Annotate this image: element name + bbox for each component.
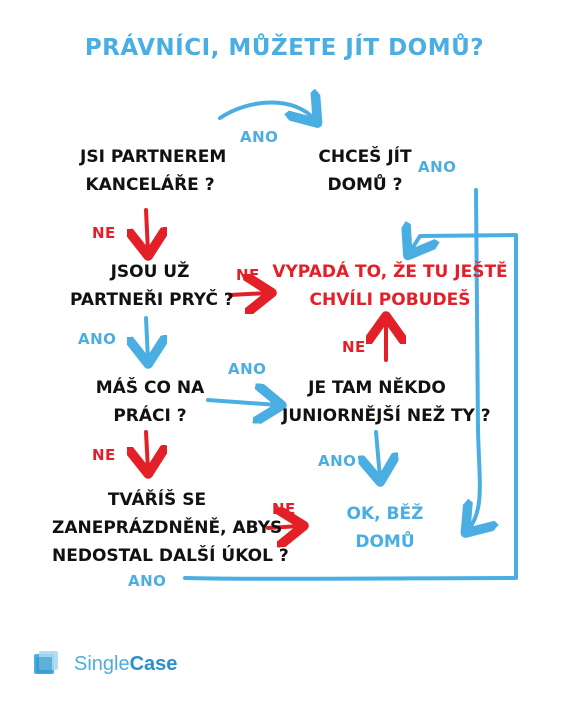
node-junior: JE TAM NĚKDO JUNIORNĚJŠÍ NEŽ TY ? — [282, 378, 491, 426]
arrow-ne-2 — [228, 293, 268, 295]
node-partner: JSI PARTNEREM KANCELÁŘE ? — [80, 147, 227, 195]
label-ano-right: ANO — [418, 158, 457, 176]
arrow-ne-3 — [146, 430, 148, 470]
arrow-ano-mid — [206, 400, 278, 405]
arrow-big-loop — [183, 235, 518, 581]
singlecase-logo: SingleCase — [32, 650, 177, 678]
label-ne-2: NE — [236, 266, 260, 284]
label-ano-junior: ANO — [318, 452, 357, 470]
node-partners-gone: JSOU UŽ PARTNEŘI PRYČ ? — [70, 262, 234, 310]
label-ano-mid: ANO — [228, 360, 267, 378]
label-ano-bottom: ANO — [128, 572, 167, 590]
label-ne-up: NE — [342, 338, 366, 356]
arrow-gohome-to-ok — [468, 188, 480, 530]
arrow-ano-left — [146, 316, 148, 360]
node-stay: VYPADÁ TO, ŽE TU JEŠTĚ CHVÍLI POBUDEŠ — [272, 262, 508, 310]
label-ano-left: ANO — [78, 330, 117, 348]
label-ne-4: NE — [272, 500, 296, 518]
node-pretend: TVÁŘÍŠ SE ZANEPRÁZDNĚNĚ, ABYS NEDOSTAL D… — [52, 490, 289, 566]
arrow-partner-to-gohome — [218, 103, 315, 121]
label-ano-top: ANO — [240, 128, 279, 146]
arrow-ne-4 — [266, 526, 300, 528]
node-go-home: CHCEŠ JÍT DOMŮ ? — [318, 147, 412, 195]
label-ne-3: NE — [92, 446, 116, 464]
node-ok: OK, BĚŽ DOMŮ — [346, 504, 424, 552]
arrow-ne-1 — [146, 208, 148, 252]
node-work: MÁŠ CO NA PRÁCI ? — [95, 378, 205, 426]
label-ne-1: NE — [92, 224, 116, 242]
singlecase-logo-icon — [32, 650, 60, 678]
arrow-ano-junior — [376, 430, 380, 478]
diagram-title: PRÁVNÍCI, MŮŽETE JÍT DOMŮ? — [84, 35, 485, 61]
singlecase-logo-text: SingleCase — [74, 652, 178, 675]
